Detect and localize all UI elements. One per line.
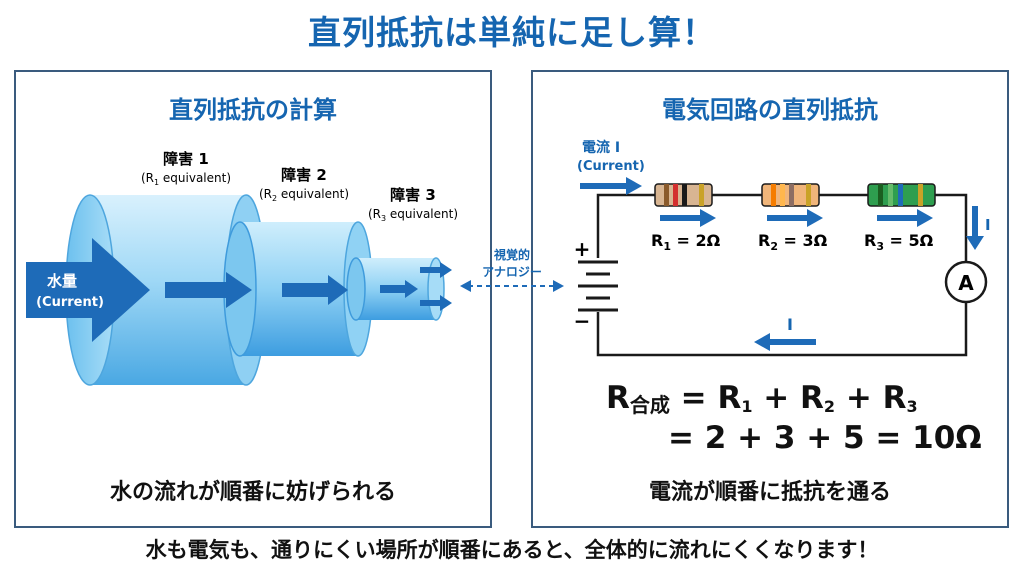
resistor-1-current-arrow [660,209,716,227]
flow-sublabel: (Current) [36,295,104,310]
resistor-1-label: R1 = 2Ω [651,231,721,253]
current-bottom-arrow [754,333,816,351]
main-title: 直列抵抗は単純に足し算！ [308,13,716,52]
resistor-2 [761,183,820,207]
outflow-arrow-2 [420,295,452,311]
obstacle-1-label: 障害 1 [163,150,209,168]
resistor-1 [654,183,713,207]
resistor-3-label: R3 = 5Ω [864,231,934,253]
analogy-label-line2: アナロジー [482,265,542,279]
current-right-label: I [985,216,991,234]
current-right-arrow [966,206,984,250]
ammeter [944,260,988,304]
battery-minus: − [574,309,591,333]
water-flow-arrow [26,238,150,342]
current-label: 電流 I [582,139,620,156]
right-panel-caption: 電流が順番に抵抗を通る [648,480,891,505]
obstacle-2-label: 障害 2 [281,166,327,184]
formula-line-1: R合成 = R1 + R2 + R3 [606,380,918,417]
bottom-note: 水も電気も、通りにくい場所が順番にあると、全体的に流れにくくなります！ [145,538,879,562]
right-panel-title: 電気回路の直列抵抗 [662,96,878,124]
circuit-wire [596,193,968,357]
left-panel-title: 直列抵抗の計算 [169,96,337,124]
resistor-3 [867,183,936,207]
analogy-connector [460,280,564,292]
circuit-panel: 電気回路の直列抵抗 電流が順番に抵抗を通る [531,70,1009,528]
current-bottom-label: I [787,315,793,334]
outflow-arrow-1 [420,262,452,278]
resistance-formula: R合成 = R1 + R2 + R3 = 2 + 3 + 5 = 10Ω [606,380,982,456]
obstacle-3-label: 障害 3 [390,186,436,204]
obstacle-3-sublabel: (R3 equivalent) [368,207,458,223]
obstacle-1-sublabel: (R1 equivalent) [141,171,231,187]
resistor-3-current-arrow [877,209,933,227]
current-entry-arrow [580,177,642,195]
obstacle-2-sublabel: (R2 equivalent) [259,187,349,203]
resistor-2-label: R2 = 3Ω [758,231,828,253]
analogy-label-line1: 視覚的 [493,247,530,262]
current-sublabel: (Current) [577,159,645,174]
formula-line-2: = 2 + 3 + 5 = 10Ω [668,420,982,456]
left-panel-caption: 水の流れが順番に妨げられる [109,480,396,505]
inner-flow-arrow-1 [165,272,252,308]
inner-flow-arrow-2 [282,275,348,305]
ammeter-label: A [958,271,974,295]
battery-plus: + [574,237,591,261]
battery [578,260,618,312]
inner-flow-arrow-3 [380,280,418,298]
resistor-2-current-arrow [767,209,823,227]
flow-label: 水量 [47,272,77,290]
